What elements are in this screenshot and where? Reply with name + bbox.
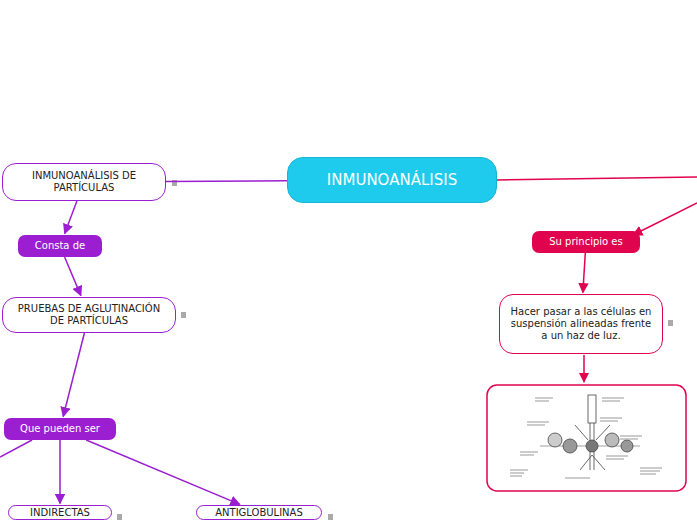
branch-line	[633, 203, 697, 235]
node-text: ANTIGLOBULINAS	[215, 507, 303, 519]
link-pill: Su principio es	[532, 231, 640, 253]
central-topic: INMUNOANÁLISIS	[287, 157, 497, 203]
node-text: Hacer pasar a las células en suspensión …	[508, 306, 654, 342]
node-text: INMUNOANÁLISIS DE PARTÍCULAS	[11, 170, 157, 194]
topic-box: Hacer pasar a las células en suspensión …	[499, 294, 663, 354]
connector	[166, 180, 287, 182]
connector	[583, 253, 585, 293]
topic-box: INDIRECTAS	[8, 505, 112, 520]
image-frame	[487, 385, 686, 491]
node-text: Que pueden ser	[20, 423, 100, 435]
topic-box: PRUEBAS DE AGLUTINACIÓN DE PARTÍCULAS	[2, 297, 176, 333]
node-text: Consta de	[35, 240, 85, 252]
connector	[65, 257, 81, 296]
node-text: Su principio es	[549, 236, 623, 248]
connector	[65, 201, 77, 234]
connector	[59, 440, 61, 504]
menu-icons	[117, 181, 673, 519]
node-text: INMUNOANÁLISIS	[327, 171, 457, 189]
branch-line	[497, 177, 697, 180]
link-pill: Consta de	[18, 235, 102, 257]
link-pill: Que pueden ser	[4, 418, 116, 440]
image-arrow	[583, 355, 585, 382]
node-text: INDIRECTAS	[30, 507, 90, 519]
connector	[86, 440, 240, 504]
flow-cytometer-illustration	[510, 395, 662, 478]
node-text: PRUEBAS DE AGLUTINACIÓN DE PARTÍCULAS	[11, 303, 167, 327]
topic-box: INMUNOANÁLISIS DE PARTÍCULAS	[2, 163, 166, 201]
connector	[63, 333, 84, 417]
branch-line	[0, 440, 32, 457]
topic-box: ANTIGLOBULINAS	[196, 505, 322, 520]
